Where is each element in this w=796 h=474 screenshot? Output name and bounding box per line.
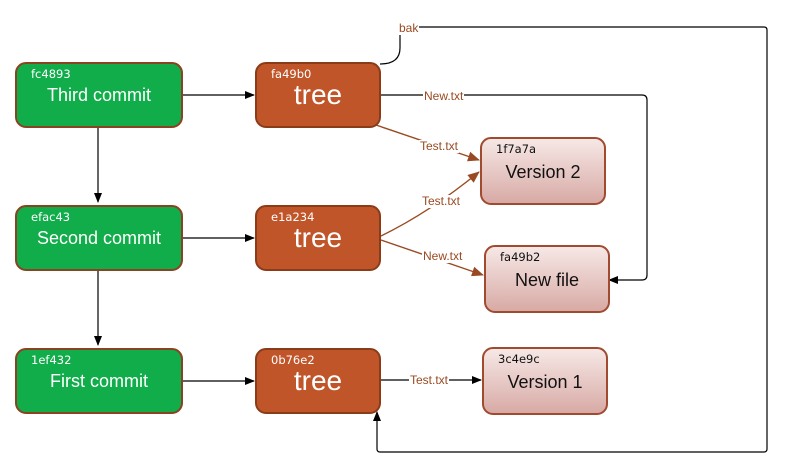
edge-label-test-txt-bottom: Test.txt <box>409 373 450 387</box>
blob-node-version-1: 3c4e9c Version 1 <box>482 347 608 415</box>
edge-label-new-txt-top: New.txt <box>423 89 465 103</box>
commit-label: First commit <box>50 371 148 391</box>
tree-node-bottom: 0b76e2 tree <box>255 348 381 414</box>
commit-label: Second commit <box>36 228 162 248</box>
tree-node-middle: e1a234 tree <box>255 205 381 271</box>
tree-hash: fa49b0 <box>271 67 312 81</box>
blob-label: New file <box>514 270 580 290</box>
tree-label: tree <box>293 222 343 253</box>
commit-hash: efac43 <box>31 210 71 224</box>
tree-label: tree <box>293 79 343 110</box>
blob-hash: fa49b2 <box>500 250 541 264</box>
commit-node-second: efac43 Second commit <box>15 205 183 271</box>
tree-label: tree <box>293 365 343 396</box>
tree-hash: e1a234 <box>271 210 315 224</box>
tree-node-top: fa49b0 tree <box>255 62 381 128</box>
commit-node-first: 1ef432 First commit <box>15 348 183 414</box>
tree-hash: 0b76e2 <box>271 353 315 367</box>
edge-label-test-txt-mid: Test.txt <box>421 194 462 208</box>
blob-label: Version 2 <box>505 162 581 182</box>
blob-hash: 3c4e9c <box>498 352 540 366</box>
commit-hash: fc4893 <box>31 67 71 81</box>
commit-node-third: fc4893 Third commit <box>15 62 183 128</box>
edge-label-test-txt-top: Test.txt <box>419 139 460 153</box>
commit-label: Third commit <box>46 85 151 105</box>
blob-node-version-2: 1f7a7a Version 2 <box>480 137 606 205</box>
blob-node-new-file: fa49b2 New file <box>484 245 610 313</box>
edge-bak <box>373 26 768 453</box>
edge-new-txt-top <box>381 94 648 284</box>
edge-label-new-txt-mid: New.txt <box>422 249 464 263</box>
blob-label: Version 1 <box>507 372 583 392</box>
edge-label-bak: bak <box>398 21 420 35</box>
blob-hash: 1f7a7a <box>496 142 537 156</box>
commit-hash: 1ef432 <box>31 353 72 367</box>
